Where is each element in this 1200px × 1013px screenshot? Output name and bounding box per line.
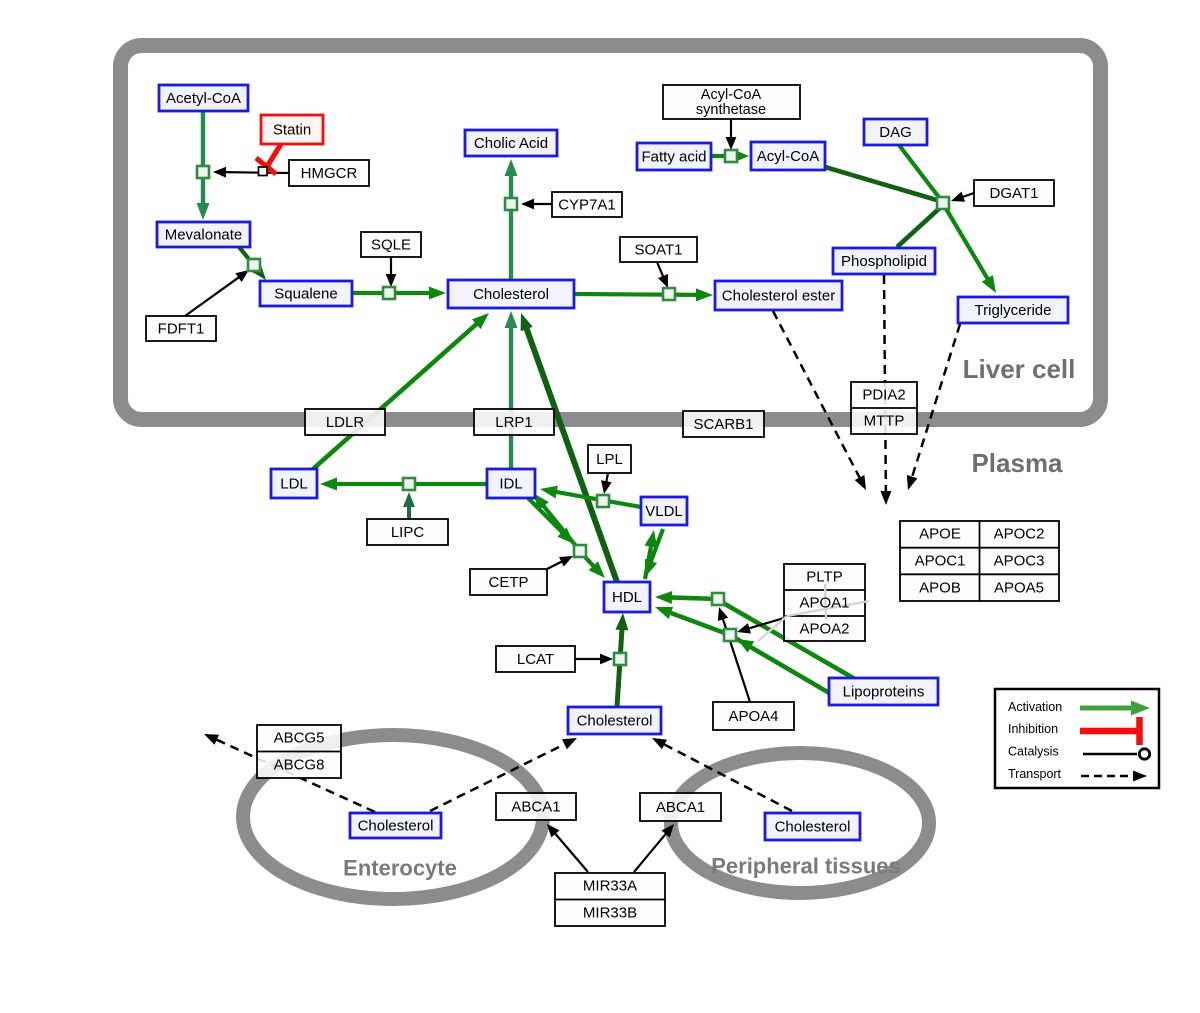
svg-text:ABCG8: ABCG8 — [274, 757, 325, 774]
svg-text:synthetase: synthetase — [696, 102, 766, 118]
svg-text:IDL: IDL — [499, 476, 522, 493]
svg-text:LPL: LPL — [596, 451, 623, 468]
svg-text:APOE: APOE — [919, 526, 961, 543]
svg-text:DAG: DAG — [879, 124, 912, 141]
svg-text:Cholesterol: Cholesterol — [577, 713, 653, 730]
svg-text:Catalysis: Catalysis — [1008, 745, 1059, 759]
svg-text:LDL: LDL — [280, 476, 308, 493]
svg-text:LDLR: LDLR — [326, 414, 365, 431]
svg-text:ABCG5: ABCG5 — [274, 730, 325, 747]
svg-text:HDL: HDL — [612, 589, 642, 606]
svg-text:Triglyceride: Triglyceride — [975, 302, 1052, 319]
svg-text:Acetyl-CoA: Acetyl-CoA — [166, 90, 241, 107]
svg-text:SCARB1: SCARB1 — [693, 416, 753, 433]
svg-text:Activation: Activation — [1008, 700, 1062, 714]
svg-text:Cholic Acid: Cholic Acid — [474, 135, 548, 152]
svg-text:APOA5: APOA5 — [994, 580, 1044, 597]
svg-text:APOC2: APOC2 — [994, 526, 1045, 543]
svg-text:APOA4: APOA4 — [728, 708, 778, 725]
svg-text:PDIA2: PDIA2 — [862, 387, 905, 404]
svg-text:Cholesterol: Cholesterol — [775, 819, 851, 836]
svg-text:APOB: APOB — [919, 580, 961, 597]
svg-text:Plasma: Plasma — [971, 448, 1063, 478]
svg-text:ABCA1: ABCA1 — [511, 799, 560, 816]
svg-text:CETP: CETP — [488, 574, 528, 591]
svg-text:SQLE: SQLE — [371, 237, 411, 254]
svg-text:MIR33B: MIR33B — [583, 905, 637, 922]
svg-text:Enterocyte: Enterocyte — [343, 856, 457, 881]
svg-text:APOA1: APOA1 — [799, 595, 849, 612]
svg-text:PLTP: PLTP — [806, 569, 842, 586]
svg-text:APOC3: APOC3 — [994, 553, 1045, 570]
svg-text:Acyl-CoA: Acyl-CoA — [757, 148, 820, 165]
svg-text:VLDL: VLDL — [645, 503, 683, 520]
svg-text:Lipoproteins: Lipoproteins — [843, 684, 925, 701]
svg-text:SOAT1: SOAT1 — [634, 242, 682, 259]
svg-text:DGAT1: DGAT1 — [990, 185, 1039, 202]
svg-text:LIPC: LIPC — [391, 524, 425, 541]
svg-text:MTTP: MTTP — [864, 413, 905, 430]
svg-text:Acyl-CoA: Acyl-CoA — [701, 87, 762, 103]
svg-text:HMGCR: HMGCR — [301, 165, 358, 182]
svg-text:Squalene: Squalene — [274, 286, 337, 303]
svg-text:Inhibition: Inhibition — [1008, 722, 1058, 736]
svg-text:APOC1: APOC1 — [915, 553, 966, 570]
svg-text:LCAT: LCAT — [517, 651, 554, 668]
svg-text:CYP7A1: CYP7A1 — [558, 197, 616, 214]
svg-text:FDFT1: FDFT1 — [158, 321, 205, 338]
svg-text:APOA2: APOA2 — [799, 621, 849, 638]
svg-text:Transport: Transport — [1008, 767, 1062, 781]
svg-text:Fatty acid: Fatty acid — [641, 149, 706, 166]
svg-text:Mevalonate: Mevalonate — [165, 227, 243, 244]
svg-text:MIR33A: MIR33A — [583, 878, 637, 895]
svg-text:Statin: Statin — [273, 122, 311, 139]
svg-text:Phospholipid: Phospholipid — [841, 253, 927, 270]
svg-text:Liver cell: Liver cell — [963, 354, 1076, 384]
svg-text:LRP1: LRP1 — [495, 414, 533, 431]
svg-text:Cholesterol ester: Cholesterol ester — [722, 288, 835, 305]
svg-text:Peripheral tissues: Peripheral tissues — [711, 854, 901, 879]
svg-text:Cholesterol: Cholesterol — [473, 286, 549, 303]
svg-text:Cholesterol: Cholesterol — [358, 818, 434, 835]
svg-text:ABCA1: ABCA1 — [656, 799, 705, 816]
